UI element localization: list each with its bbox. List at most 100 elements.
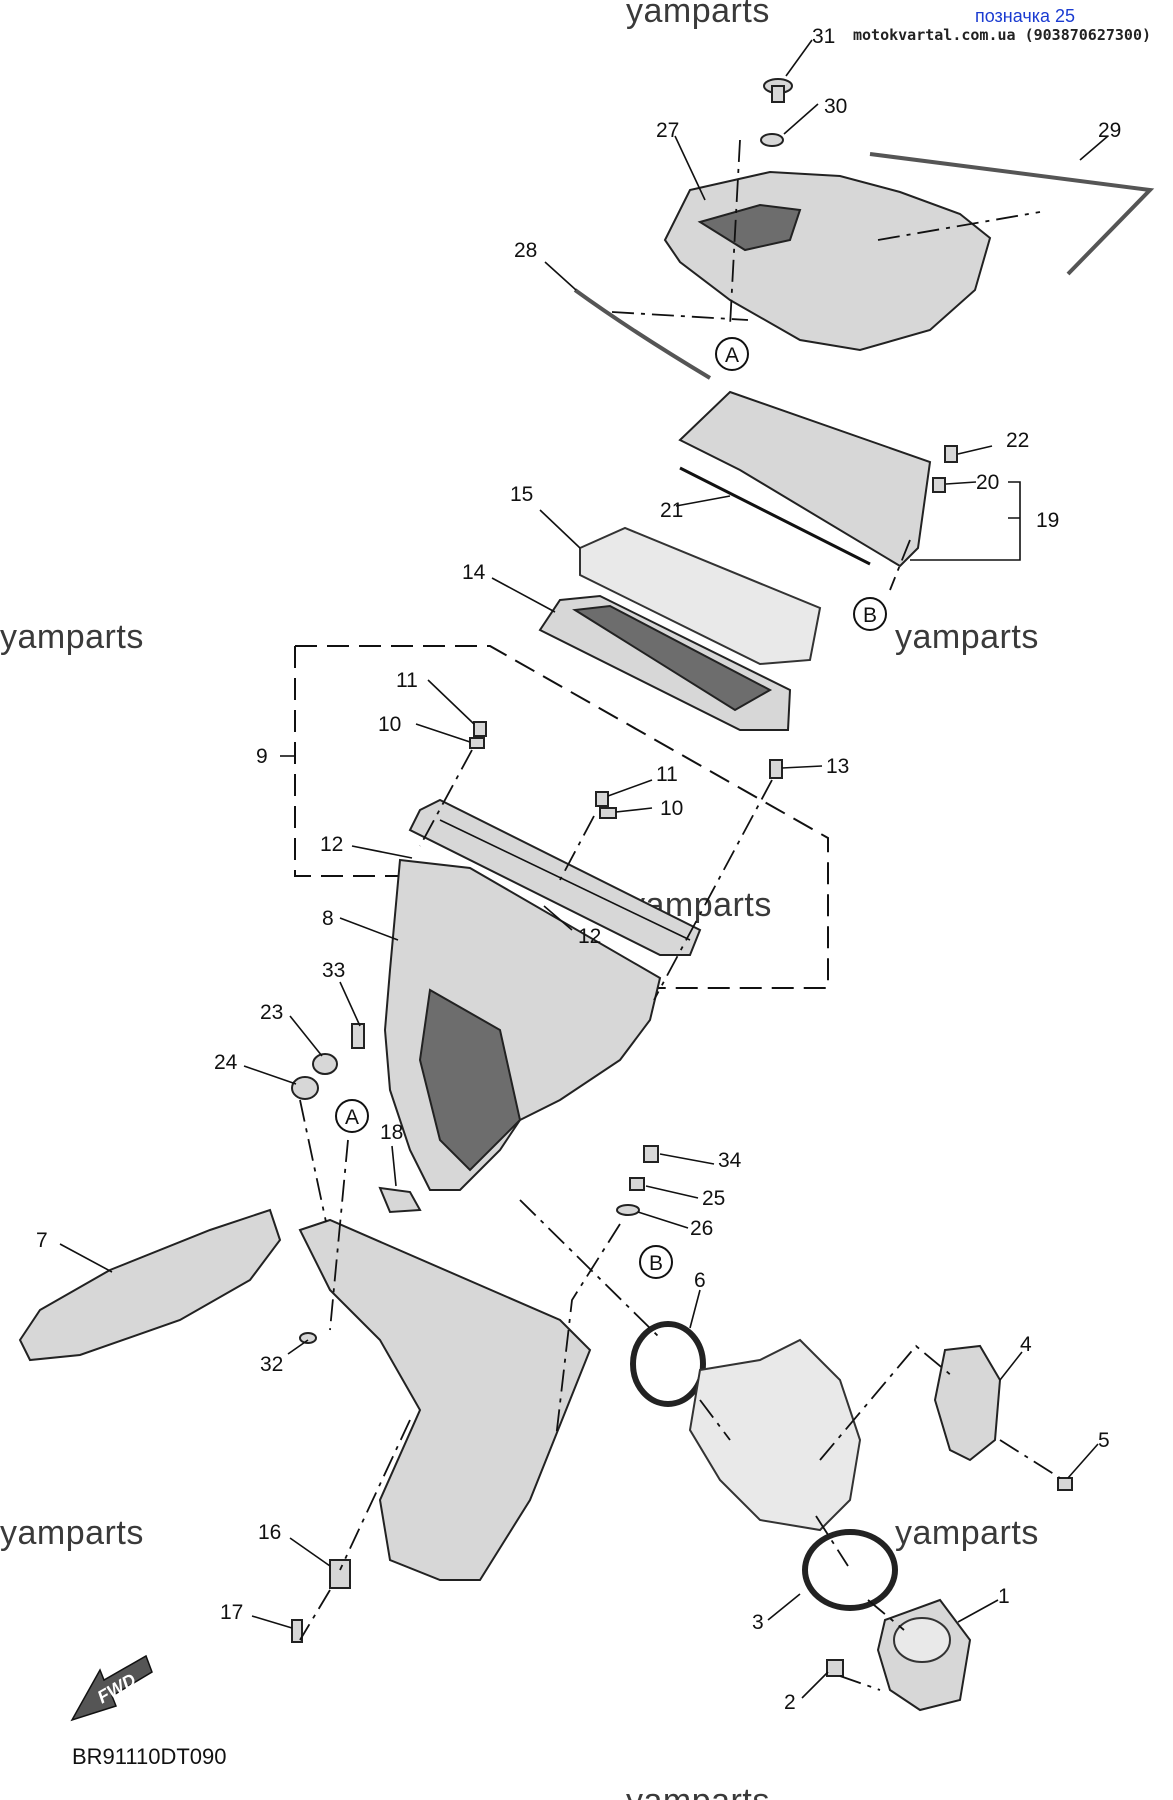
part-32-washer <box>299 1332 317 1344</box>
callout-21: 21 <box>660 499 684 522</box>
callout-10a: 10 <box>378 713 402 736</box>
leader-5 <box>1067 1443 1099 1479</box>
leader-10b <box>615 807 653 813</box>
assembly-line <box>815 1515 849 1567</box>
callout-11a: 11 <box>396 669 418 692</box>
leader-8 <box>339 917 399 941</box>
part-26-washer <box>616 1204 640 1216</box>
part-17-screw <box>291 1619 303 1643</box>
callout-13: 13 <box>826 755 850 778</box>
part-7-intake-duct <box>18 1208 282 1362</box>
part-9-boundary <box>294 645 829 989</box>
leader-28 <box>544 261 577 291</box>
assembly-line <box>729 139 741 327</box>
callout-19: 19 <box>1036 509 1060 532</box>
leader-33 <box>339 981 361 1027</box>
ref-marker-B-lower: B <box>639 1245 673 1279</box>
leader-12a <box>351 845 413 859</box>
part-24-nut <box>291 1076 319 1100</box>
part-6-clamp <box>630 1321 706 1407</box>
leader-1 <box>957 1599 999 1623</box>
assembly-line <box>559 815 595 881</box>
part-10-grommet-b <box>599 807 617 819</box>
callout-4: 4 <box>1020 1333 1032 1356</box>
leader-22 <box>957 445 993 455</box>
svg-text:A: A <box>345 1106 359 1129</box>
assembly-line <box>611 311 749 321</box>
callout-31: 31 <box>812 25 836 48</box>
callout-6: 6 <box>694 1269 706 1292</box>
callout-10b: 10 <box>660 797 684 820</box>
part-25-collar <box>629 1177 645 1191</box>
leader-6 <box>689 1289 701 1329</box>
leader-19 <box>910 481 1021 561</box>
part-18-bracket <box>378 1186 422 1214</box>
leader-21 <box>675 495 731 507</box>
assembly-line <box>699 1399 731 1441</box>
assembly-line <box>329 1139 349 1331</box>
assembly-line <box>877 211 1041 241</box>
svg-text:B: B <box>649 1252 663 1275</box>
part-30-washer <box>760 133 784 147</box>
callout-1: 1 <box>998 1585 1010 1608</box>
watermark: yamparts <box>895 1514 1039 1552</box>
callout-27: 27 <box>656 119 680 142</box>
callout-8: 8 <box>322 907 334 930</box>
part-22-bolt <box>944 445 958 463</box>
assembly-line <box>653 779 773 1001</box>
ref-marker-B-right: B <box>853 597 887 631</box>
assembly-line <box>839 1675 881 1691</box>
callout-18: 18 <box>380 1121 404 1144</box>
callout-24: 24 <box>214 1051 238 1074</box>
leader-34 <box>659 1153 715 1165</box>
part-11-bolt-b <box>595 791 609 807</box>
leader-30 <box>783 103 819 135</box>
diagram-code: BR91110DT090 <box>72 1744 227 1769</box>
leader-23 <box>289 1015 323 1057</box>
part-21-wire <box>679 466 871 566</box>
part-20-clip <box>932 477 946 493</box>
callout-32: 32 <box>260 1353 284 1376</box>
watermark: yamparts <box>626 0 770 30</box>
callout-28: 28 <box>514 239 538 262</box>
leader-11a <box>427 679 475 725</box>
part-11-bolt-a <box>473 721 487 737</box>
leader-25 <box>645 1185 699 1199</box>
leader-29 <box>1079 135 1109 161</box>
part-23-grommet <box>312 1053 338 1075</box>
leader-7 <box>59 1243 113 1273</box>
leader-31 <box>785 39 813 77</box>
assembly-line <box>419 749 473 847</box>
assembly-line <box>889 539 911 591</box>
leader-20 <box>945 481 977 485</box>
part-14-mesh <box>572 604 773 712</box>
leader-3 <box>767 1593 801 1621</box>
assembly-line <box>519 1199 661 1339</box>
leader-11b <box>607 779 653 797</box>
part-27-recess <box>697 203 802 252</box>
leader-2 <box>801 1671 829 1699</box>
assembly-line <box>867 1599 905 1631</box>
watermark: yamparts <box>0 618 144 656</box>
part-13-bolt <box>769 759 783 779</box>
leader-32 <box>287 1339 309 1355</box>
watermark: yamparts <box>626 1782 770 1800</box>
watermark: yamparts <box>895 618 1039 656</box>
callout-14: 14 <box>462 561 486 584</box>
part-3-clamp <box>802 1529 898 1611</box>
leader-16 <box>289 1537 331 1567</box>
part-12-plate <box>408 798 702 956</box>
ref-marker-A-top: A <box>715 337 749 371</box>
leader-27 <box>674 135 706 201</box>
leader-10a <box>415 723 471 743</box>
fwd-arrow-icon: FWD <box>70 1654 153 1722</box>
part-27-cover <box>663 170 992 352</box>
leader-14 <box>491 577 556 613</box>
part-1-opening <box>893 1617 951 1663</box>
part-12-rib <box>439 819 691 941</box>
part-8-funnel-mesh <box>418 988 522 1172</box>
assembly-line <box>555 1223 621 1439</box>
svg-text:A: A <box>725 344 739 367</box>
callout-17: 17 <box>220 1601 244 1624</box>
